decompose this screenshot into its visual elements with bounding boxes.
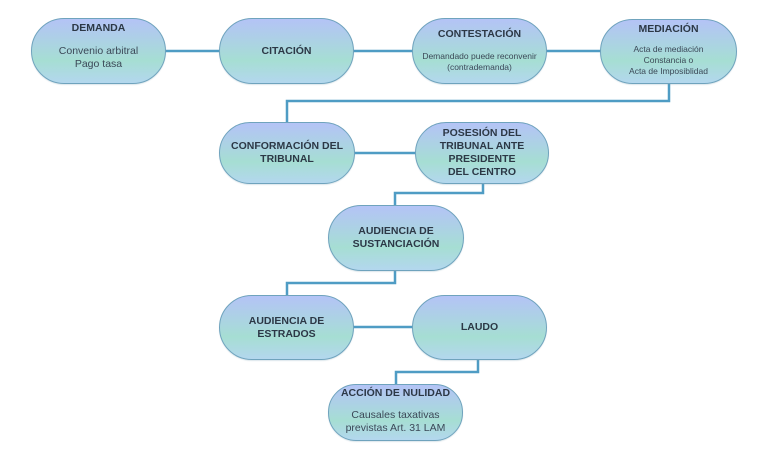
node-estrados: AUDIENCIA DE ESTRADOS — [219, 295, 354, 360]
node-nulidad: ACCIÓN DE NULIDAD Causales taxativas pre… — [328, 384, 463, 441]
node-posesion: POSESIÓN DEL TRIBUNAL ANTE PRESIDENTE DE… — [415, 122, 549, 184]
edge-sustanciacion-estrados — [285, 270, 397, 296]
node-sustanciacion: AUDIENCIA DE SUSTANCIACIÓN — [328, 205, 464, 271]
node-conformacion: CONFORMACIÓN DEL TRIBUNAL — [219, 122, 355, 184]
node-mediacion: MEDIACIÓN Acta de mediación Constancia o… — [600, 19, 737, 84]
node-title: CITACIÓN — [261, 44, 312, 57]
node-title: CONTESTACIÓN — [437, 28, 522, 40]
node-title: LAUDO — [460, 321, 499, 333]
node-citacion: CITACIÓN — [219, 18, 354, 84]
node-title: AUDIENCIA DE SUSTANCIACIÓN — [352, 225, 440, 250]
node-description: Demandado puede reconvenir (contrademand… — [422, 51, 537, 72]
node-contestacion: CONTESTACIÓN Demandado puede reconvenir … — [412, 18, 547, 84]
node-description: Convenio arbitral Pago tasa — [58, 45, 139, 70]
node-description: Acta de mediación Constancia o Acta de I… — [629, 44, 708, 76]
edge-laudo-nulidad — [394, 359, 480, 385]
node-title: DEMANDA — [71, 22, 126, 34]
node-title: ACCIÓN DE NULIDAD — [340, 387, 451, 399]
node-title: MEDIACIÓN — [638, 23, 699, 35]
edge-posesion-sustanciacion — [393, 183, 485, 206]
edge-mediacion-conformacion — [285, 83, 671, 123]
node-laudo: LAUDO — [412, 295, 547, 360]
node-title: AUDIENCIA DE ESTRADOS — [248, 314, 325, 340]
node-title: CONFORMACIÓN DEL TRIBUNAL — [231, 140, 343, 165]
node-title: POSESIÓN DEL TRIBUNAL ANTE PRESIDENTE DE… — [439, 127, 525, 178]
node-demanda: DEMANDA Convenio arbitral Pago tasa — [31, 18, 166, 84]
node-description: Causales taxativas previstas Art. 31 LAM — [345, 409, 446, 434]
